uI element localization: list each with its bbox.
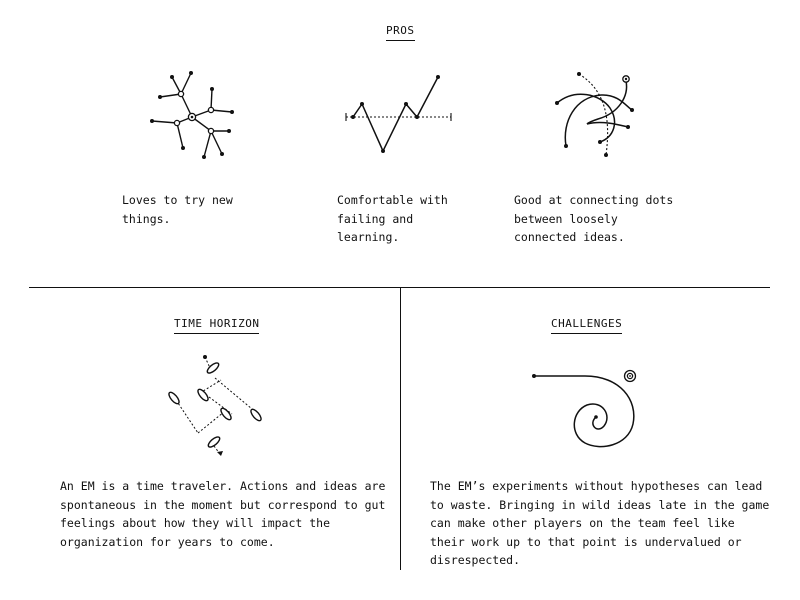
time-horizon-text: An EM is a time traveler. Actions and id… [60, 479, 386, 549]
pros-item-text-1: Loves to try new things. [122, 193, 233, 226]
pros-item-text-3: Good at connecting dots between loosely … [514, 193, 674, 244]
pros-item-text-2: Comfortable with failing and learning. [337, 193, 448, 244]
spiral-target-icon [532, 369, 637, 448]
challenges-text: The EM’s experiments without hypotheses … [430, 479, 770, 567]
zigzag-line-icon [345, 75, 452, 153]
challenges-heading: CHALLENGES [551, 317, 623, 334]
vertical-divider [400, 288, 401, 570]
pros-heading: PROS [386, 24, 415, 41]
time-portals-icon [168, 355, 262, 456]
horizontal-divider [29, 287, 770, 288]
connecting-curves-icon [555, 72, 634, 157]
network-burst-icon [150, 71, 234, 159]
time-horizon-heading: TIME HORIZON [174, 317, 260, 334]
